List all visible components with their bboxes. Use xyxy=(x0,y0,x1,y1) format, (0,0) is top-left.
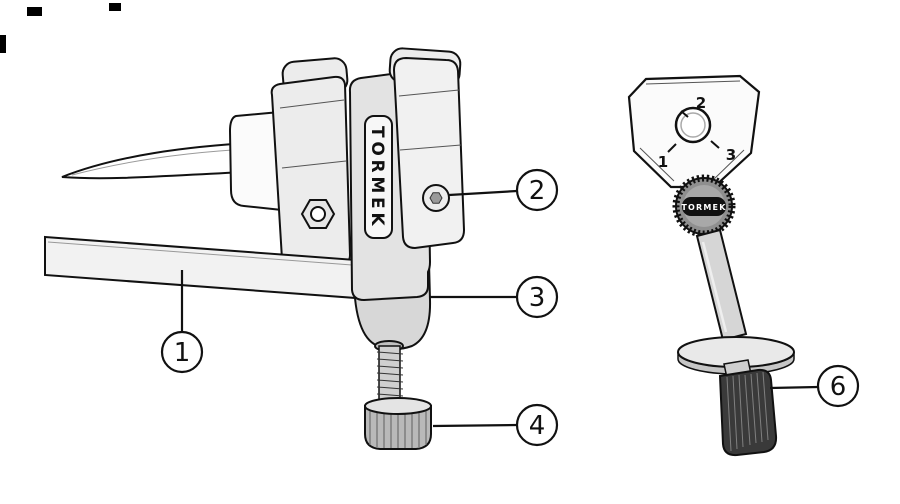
position-marker-3: 3 xyxy=(726,146,736,164)
support-bar-highlight xyxy=(47,241,353,266)
grip-knurl-lines xyxy=(726,371,769,452)
rear-hex-nut xyxy=(300,199,336,229)
knurled-grip xyxy=(718,368,778,457)
left-assembly: TORMEK xyxy=(44,47,466,450)
front-socket-screw xyxy=(422,184,450,212)
leader-line xyxy=(432,423,518,428)
brand-plate xyxy=(682,197,726,216)
callout-circle xyxy=(160,330,204,374)
callout-3: 3 xyxy=(430,275,559,319)
front-jaw-bevel-lines xyxy=(398,89,462,151)
hex-socket xyxy=(429,192,443,204)
callout-4: 4 xyxy=(432,403,559,447)
rear-jaw-bevel-lines xyxy=(279,99,347,169)
shaft-highlight xyxy=(701,241,728,333)
thread-lines xyxy=(376,351,404,404)
front-jaw-plate xyxy=(392,56,466,250)
callout-number: 1 xyxy=(174,338,191,368)
position-marker-2: 2 xyxy=(696,94,706,112)
right-assembly: 1 2 3 TORMEK xyxy=(627,74,795,457)
brand-panel xyxy=(364,115,393,239)
leader-line xyxy=(448,189,518,197)
artifact-marks xyxy=(0,3,121,53)
callout-number: 3 xyxy=(529,283,546,313)
brand-text-knob: TORMEK xyxy=(681,203,726,212)
callout-number: 4 xyxy=(529,411,546,441)
locking-knob: TORMEK xyxy=(672,174,736,238)
callout-circle xyxy=(515,168,559,212)
callout-circle xyxy=(515,275,559,319)
shaft xyxy=(695,228,748,342)
callout-2: 2 xyxy=(448,168,559,212)
knurled-knob xyxy=(364,397,432,450)
index-ticks xyxy=(667,110,720,153)
knob-knurl-lines xyxy=(369,410,427,448)
callout-6: 6 xyxy=(769,364,860,408)
callout-circle xyxy=(515,403,559,447)
head-bevel-lines xyxy=(639,80,745,182)
position-marker-1: 1 xyxy=(658,153,668,171)
pivot-hole-chamfer xyxy=(680,112,706,138)
callout-number: 6 xyxy=(830,372,847,402)
callouts: 1 2 3 4 6 xyxy=(160,168,860,447)
artifact-mark xyxy=(0,35,6,53)
blade-grind-line xyxy=(71,148,251,176)
callout-circle xyxy=(816,364,860,408)
brand-text-body: TORMEK xyxy=(367,126,387,228)
screw-shaft xyxy=(378,345,401,407)
hex-nut-bore xyxy=(310,206,326,222)
leader-line xyxy=(769,385,819,390)
callout-number: 2 xyxy=(529,176,546,206)
rear-jaw-plate xyxy=(270,75,352,270)
knob-top xyxy=(364,397,432,415)
adjuster-screw xyxy=(374,340,404,407)
housing-collar xyxy=(228,110,284,212)
artifact-mark xyxy=(27,7,42,16)
callout-1: 1 xyxy=(160,270,204,374)
artifact-mark xyxy=(109,3,121,11)
